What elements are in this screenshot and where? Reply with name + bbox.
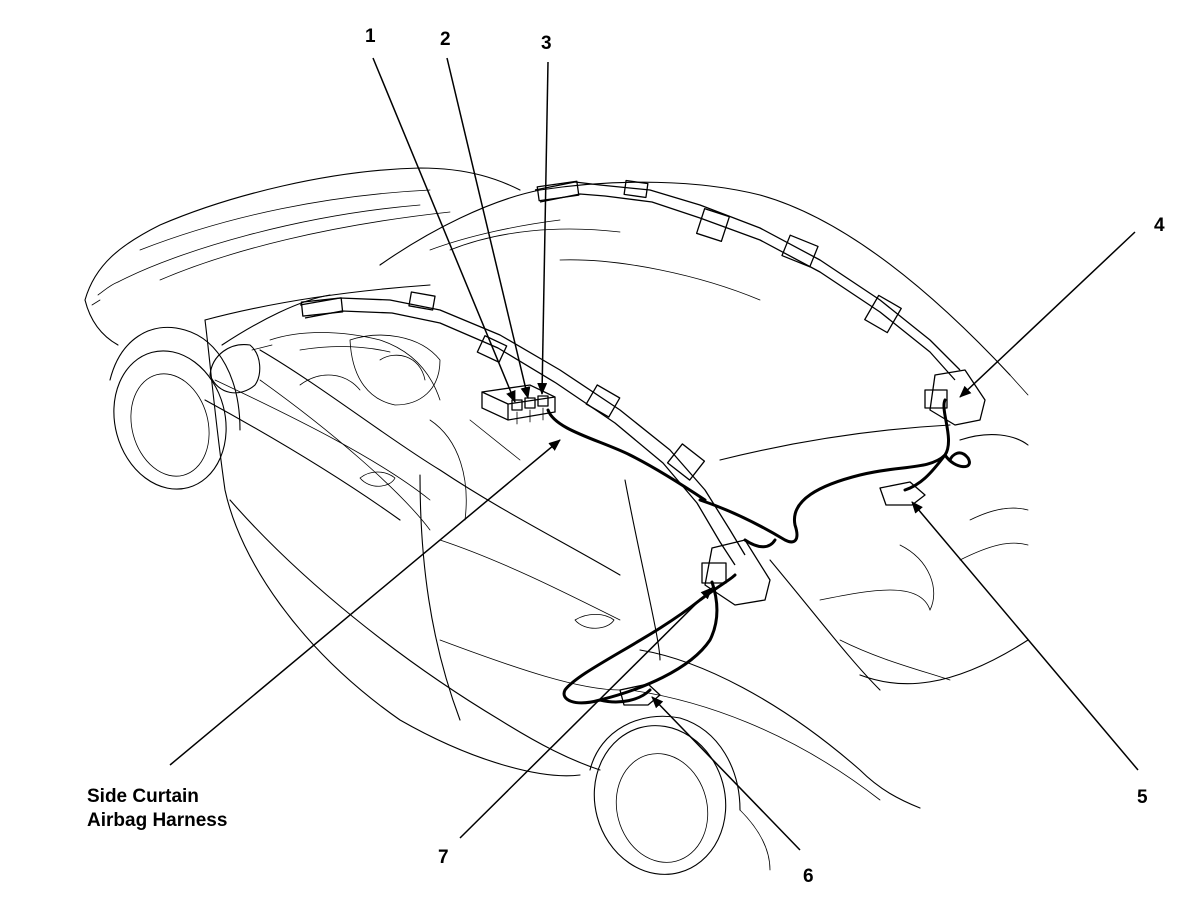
srs-connector-block (481, 384, 556, 425)
near-side-curtain-airbag (299, 291, 771, 606)
callout-2: 2 (440, 29, 451, 50)
leader-2 (446, 57, 531, 399)
callout-1: 1 (365, 26, 376, 47)
far-side-curtain-airbag (534, 179, 986, 426)
callout-7: 7 (438, 847, 449, 868)
leader-3 (537, 61, 549, 395)
harness-label-line2: Airbag Harness (87, 810, 227, 831)
leader-harness (169, 439, 561, 766)
leader-6 (651, 696, 801, 851)
leader-1 (372, 57, 516, 403)
leader-7 (459, 587, 713, 839)
callout-6: 6 (803, 866, 814, 887)
callout-5: 5 (1137, 787, 1148, 808)
harness-label-line1: Side Curtain (87, 786, 199, 807)
leader-4 (959, 231, 1136, 398)
callout-labels: 1 2 3 4 5 6 7 Side Curtain Airbag Harnes… (87, 26, 1165, 887)
leader-5 (911, 501, 1139, 771)
car-body-outline (84, 167, 1029, 875)
harness-routing (546, 398, 971, 706)
callout-4: 4 (1154, 215, 1165, 236)
leader-lines (169, 57, 1139, 851)
callout-3: 3 (541, 33, 552, 54)
